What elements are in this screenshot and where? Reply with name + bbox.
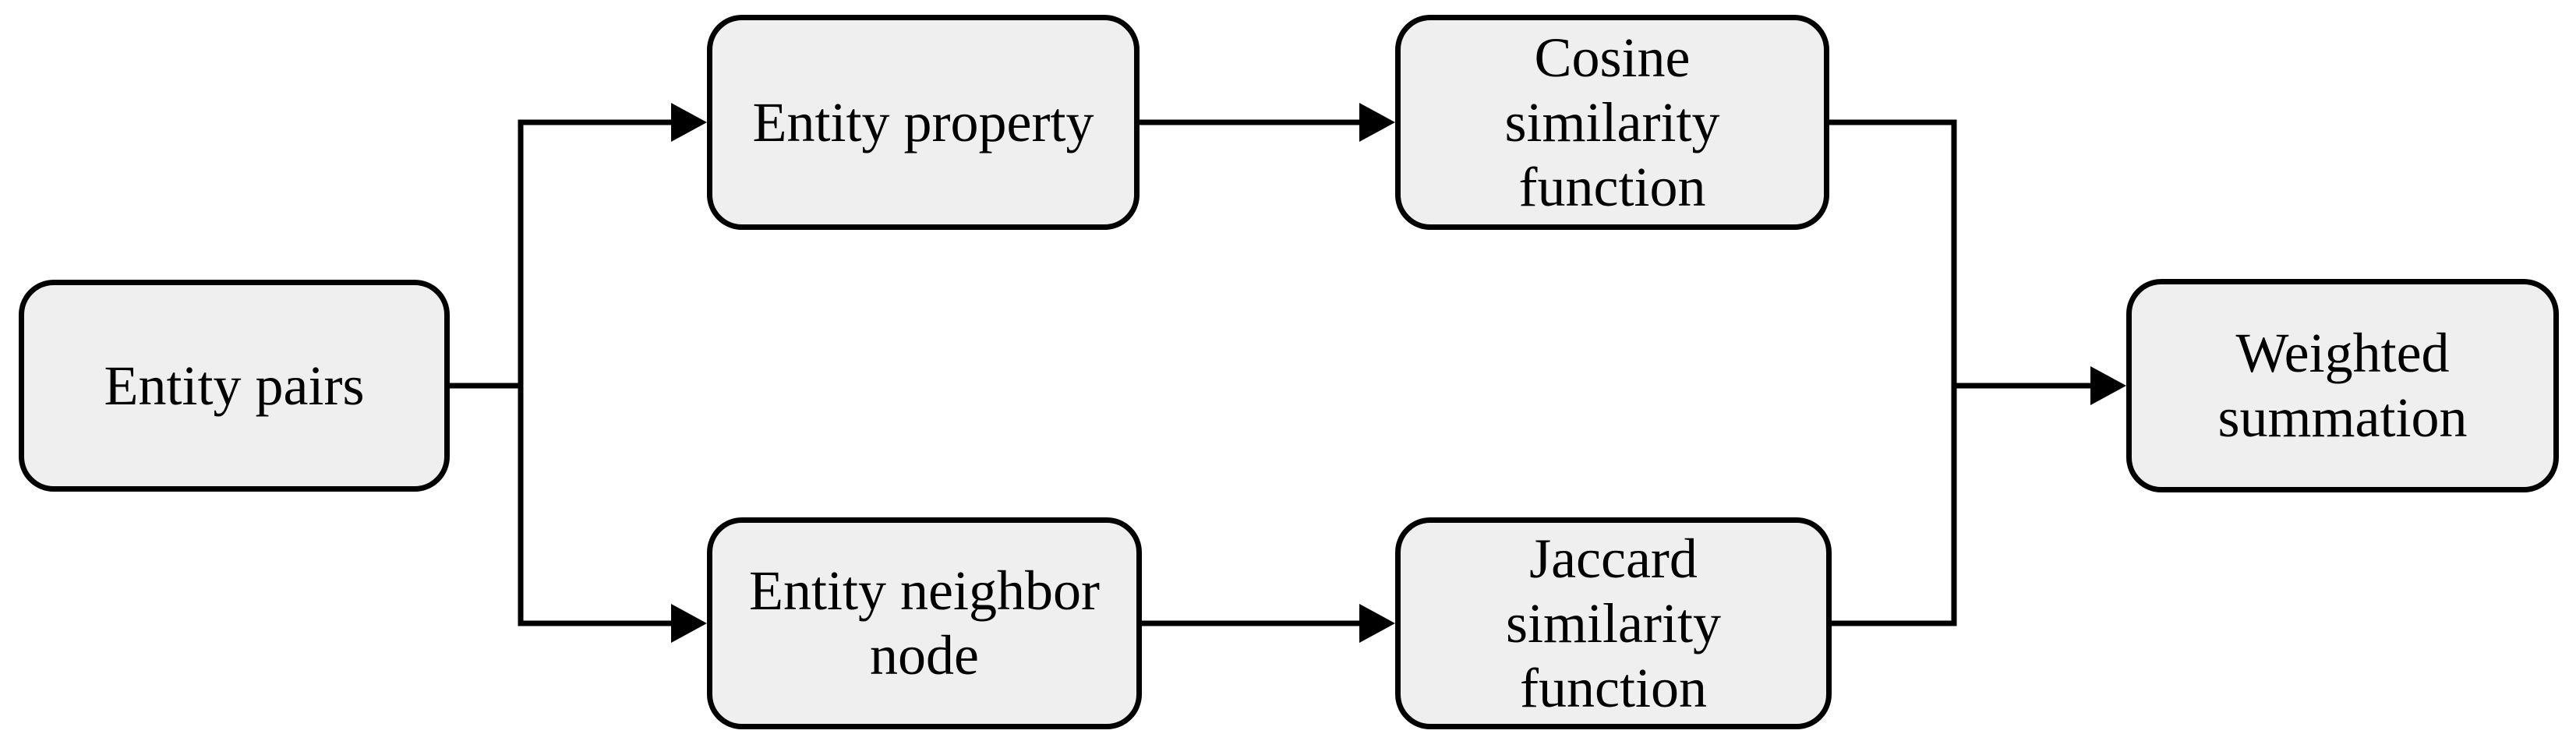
arrowhead-jaccard xyxy=(1359,604,1395,643)
node-weighted-summation: Weighted summation xyxy=(2126,279,2559,492)
node-entity-property: Entity property xyxy=(707,15,1140,230)
arrowhead-entity-property xyxy=(671,103,707,142)
node-entity-pairs-label: Entity pairs xyxy=(104,354,365,417)
node-entity-neighbor-node: Entity neighbor node xyxy=(707,517,1142,729)
node-jaccard-similarity-function: Jaccard similarity function xyxy=(1395,517,1832,729)
node-cosine-similarity-function-label: Cosine similarity function xyxy=(1504,26,1720,218)
node-entity-property-label: Entity property xyxy=(752,90,1094,153)
node-entity-neighbor-node-label: Entity neighbor node xyxy=(749,559,1100,686)
node-cosine-similarity-function: Cosine similarity function xyxy=(1395,15,1829,230)
arrowhead-entity-neighbor xyxy=(671,604,707,643)
node-weighted-summation-label: Weighted summation xyxy=(2217,322,2468,449)
arrowhead-cosine xyxy=(1359,103,1395,142)
node-entity-pairs: Entity pairs xyxy=(19,280,450,492)
node-jaccard-similarity-function-label: Jaccard similarity function xyxy=(1506,527,1721,719)
arrowhead-weighted xyxy=(2090,366,2126,405)
